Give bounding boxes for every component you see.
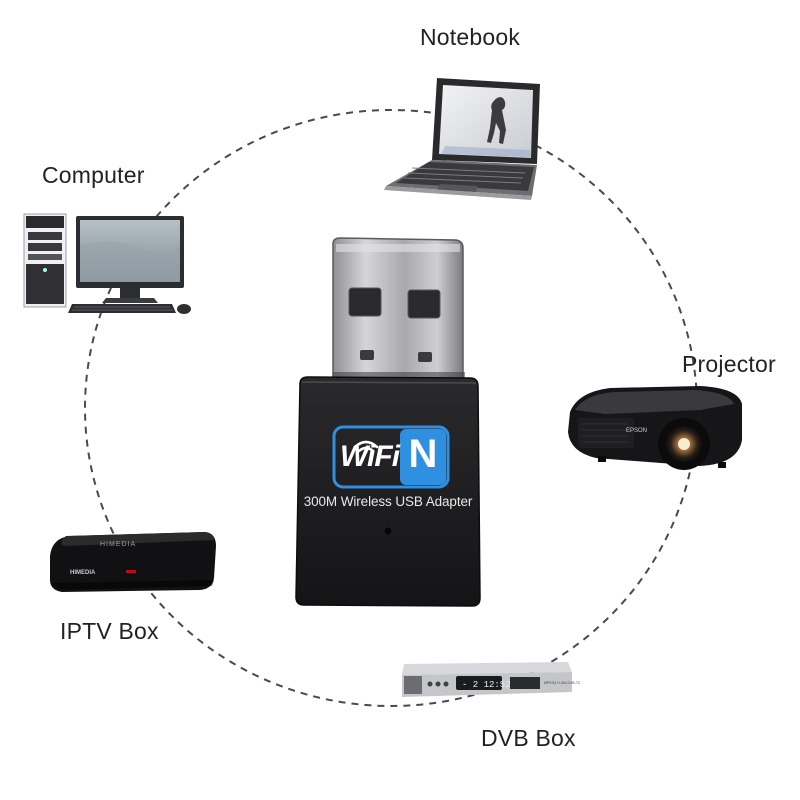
svg-text:- 2 12:52: - 2 12:52 xyxy=(462,680,511,690)
svg-text:HIMEDIA: HIMEDIA xyxy=(70,570,96,576)
projector-icon: EPSON xyxy=(568,386,742,470)
led-indicator xyxy=(384,527,392,535)
label-computer: Computer xyxy=(42,162,145,188)
wifi-logo-text: WiFi xyxy=(340,440,400,473)
svg-text:MPEG4 H.264 DVB-T2: MPEG4 H.264 DVB-T2 xyxy=(544,681,580,685)
usb-hole-right xyxy=(407,289,441,319)
label-dvb-box: DVB Box xyxy=(481,725,576,751)
svg-text:HIMEDIA: HIMEDIA xyxy=(100,541,136,548)
usb-connector xyxy=(332,237,464,381)
laptop-icon xyxy=(384,78,540,200)
wifi-badge xyxy=(332,425,450,489)
desktop-computer-icon xyxy=(23,213,191,314)
label-projector: Projector xyxy=(682,351,776,377)
label-notebook: Notebook xyxy=(420,24,521,50)
iptv-box-icon: HIMEDIA HIMEDIA xyxy=(50,532,216,592)
wifi-signal-icon xyxy=(353,440,379,453)
svg-text:EPSON: EPSON xyxy=(626,428,647,434)
dvb-display xyxy=(456,676,502,690)
wifi-badge-n-box xyxy=(400,429,446,485)
dvb-box-icon: - 2 12:52 MPEG4 H.264 DVB-T2 xyxy=(402,662,580,697)
label-iptv-box: IPTV Box xyxy=(60,618,159,644)
wifi-n-logo-text: N xyxy=(408,432,438,476)
usb-wifi-adapter xyxy=(295,237,481,607)
adapter-caption: 300M Wireless USB Adapter xyxy=(303,494,473,509)
usb-hole-left xyxy=(348,287,382,317)
adapter-body xyxy=(295,376,481,607)
